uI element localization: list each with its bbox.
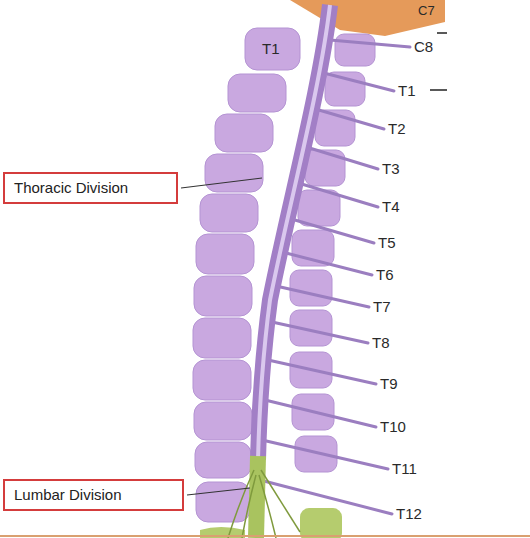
nerve-label: T7	[373, 298, 391, 316]
nerve-label: T1	[398, 82, 416, 100]
lumbar-vertebra	[300, 508, 342, 538]
division-label: Thoracic Division	[14, 179, 128, 197]
bottom-rule	[0, 535, 530, 537]
division-label-box: Lumbar Division	[3, 479, 184, 511]
nerve-label: T5	[378, 234, 396, 252]
cauda-equina	[228, 470, 300, 538]
nerve-label: T8	[372, 334, 390, 352]
nerve-label: T10	[380, 418, 406, 436]
nerve-label: T3	[382, 160, 400, 178]
nerve-label: T12	[396, 505, 422, 523]
vertebra-label: T1	[262, 40, 280, 58]
lumbar-cord	[256, 456, 258, 538]
division-label-box: Thoracic Division	[3, 172, 178, 204]
leader-line	[181, 178, 262, 188]
vertebral-processes	[290, 34, 375, 472]
vertebral-bodies	[193, 28, 300, 522]
nerve-label: T2	[388, 120, 406, 138]
nerve-label: C8	[414, 38, 433, 56]
nerve-label: T4	[382, 198, 400, 216]
cervical-region	[290, 0, 445, 36]
nerve-label: T6	[376, 266, 394, 284]
spinal-cord	[258, 5, 330, 460]
nerve-label: T9	[380, 375, 398, 393]
division-label: Lumbar Division	[14, 486, 122, 504]
nerve-label: T11	[392, 460, 417, 478]
spinal-cord-highlight	[258, 5, 330, 460]
nerve-label: C7	[418, 2, 435, 20]
leader-line	[187, 488, 250, 495]
